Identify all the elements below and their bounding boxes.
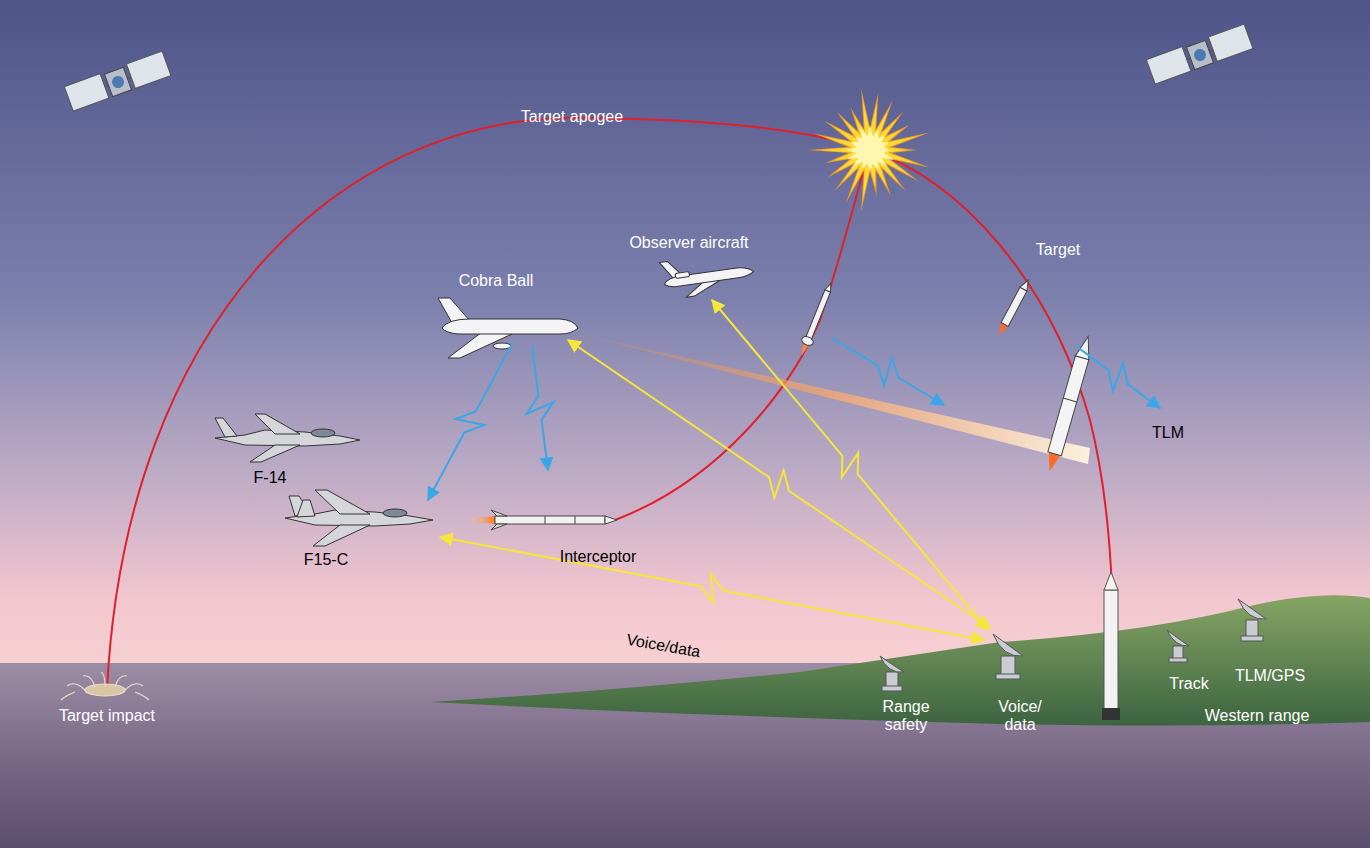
- location-label: Western range: [1205, 707, 1310, 725]
- aircraft-label: Cobra Ball: [459, 272, 534, 290]
- signal-link: [527, 346, 554, 470]
- aircraft-label: Observer aircraft: [629, 234, 748, 252]
- signal-link: [832, 338, 944, 405]
- location-label: Target impact: [59, 707, 155, 725]
- aircraft-label: F15-C: [304, 551, 348, 569]
- station-label: TLM/GPS: [1235, 667, 1305, 685]
- explosion-burst: [820, 101, 918, 200]
- signal-link: [568, 340, 990, 628]
- aircraft-label: F-14: [254, 469, 287, 487]
- explosion-burst: [847, 126, 894, 172]
- signal-link: [440, 537, 984, 640]
- signal-label: TLM: [1152, 424, 1184, 442]
- station-label: Voice/ data: [995, 698, 1045, 734]
- explosion-burst: [808, 89, 930, 212]
- missile-label: Interceptor: [560, 548, 636, 566]
- missile-label: Target: [1036, 241, 1080, 259]
- station-label: Range safety: [876, 698, 936, 734]
- signal-link: [428, 344, 512, 500]
- trajectory-label: Target apogee: [521, 108, 623, 126]
- signal-link: [1076, 346, 1160, 408]
- signal-link: [712, 300, 988, 630]
- station-label: Track: [1169, 675, 1208, 693]
